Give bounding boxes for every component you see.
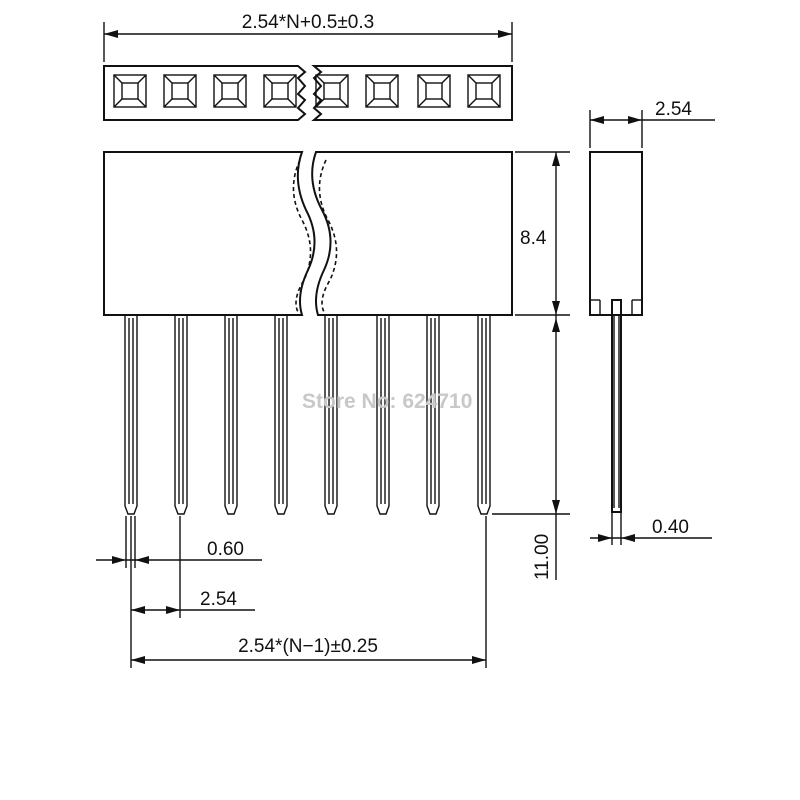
side-pin-width-label: 0.40 xyxy=(652,517,689,538)
contact-opening xyxy=(263,74,297,108)
contact-opening xyxy=(163,74,197,108)
side-view xyxy=(589,151,643,513)
break-line-left xyxy=(292,159,312,313)
pins xyxy=(124,315,491,515)
pin xyxy=(324,315,338,515)
front-body-right xyxy=(311,151,513,316)
top-view xyxy=(103,65,513,121)
dimension-lines xyxy=(96,22,715,668)
pin xyxy=(376,315,390,515)
pin xyxy=(174,315,188,515)
front-view xyxy=(103,151,513,515)
side-width-label: 2.54 xyxy=(655,99,692,120)
pin xyxy=(224,315,238,515)
pin-width-label: 0.60 xyxy=(207,539,244,560)
contact-opening xyxy=(417,74,451,108)
overall-length-label: 2.54*N+0.5±0.3 xyxy=(242,12,374,33)
watermark: Store No: 624710 xyxy=(302,390,472,413)
pin xyxy=(274,315,288,515)
top-view-right-body xyxy=(311,65,513,121)
dimension-labels: 2.54*N+0.5±0.3 2.54 8.4 11.00 0.40 0.60 … xyxy=(200,12,692,657)
top-view-left-body xyxy=(103,65,307,121)
contact-opening xyxy=(113,74,147,108)
contact-opening xyxy=(315,74,349,108)
pitch-label: 2.54 xyxy=(200,589,237,610)
body-height-label: 8.4 xyxy=(520,228,547,249)
contact-opening xyxy=(467,74,501,108)
contact-openings xyxy=(113,74,501,108)
pin-length-label: 11.00 xyxy=(532,534,553,580)
pin xyxy=(477,315,491,515)
side-body xyxy=(589,151,643,316)
break-line-right xyxy=(318,159,338,313)
contact-opening xyxy=(213,74,247,108)
pin xyxy=(124,315,138,515)
pin xyxy=(426,315,440,515)
side-pin xyxy=(611,299,622,513)
pin-span-label: 2.54*(N−1)±0.25 xyxy=(238,636,378,657)
contact-opening xyxy=(365,74,399,108)
front-body-left xyxy=(103,151,316,316)
